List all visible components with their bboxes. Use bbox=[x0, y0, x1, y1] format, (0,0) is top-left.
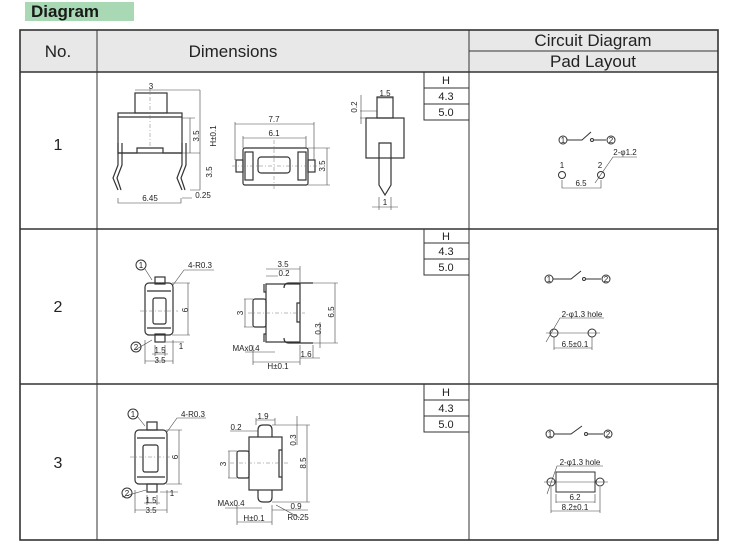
svg-text:5.0: 5.0 bbox=[438, 419, 453, 431]
svg-text:0.25: 0.25 bbox=[195, 191, 211, 200]
svg-text:1.5: 1.5 bbox=[379, 89, 391, 98]
svg-text:3.5: 3.5 bbox=[154, 356, 166, 365]
svg-text:4.3: 4.3 bbox=[438, 91, 453, 103]
row3-side-view: 1.9 0.2 0.3 8.5 3 MAx0.4 0.9 R0.25 H±0.1 bbox=[217, 412, 310, 525]
row-number: 2 bbox=[54, 299, 63, 316]
svg-text:4-R0.3: 4-R0.3 bbox=[188, 261, 213, 270]
svg-text:R0.25: R0.25 bbox=[287, 513, 309, 522]
row2-side-view: 3.5 0.2 3 6.5 0.3 MAx0.4 1.6 H±0.1 bbox=[232, 260, 338, 371]
svg-text:1: 1 bbox=[179, 342, 184, 351]
svg-text:6: 6 bbox=[181, 307, 190, 312]
svg-text:0.2: 0.2 bbox=[350, 101, 359, 113]
svg-text:4.3: 4.3 bbox=[438, 403, 453, 415]
svg-text:0.3: 0.3 bbox=[314, 323, 323, 335]
svg-text:6.2: 6.2 bbox=[569, 493, 581, 502]
svg-text:1: 1 bbox=[170, 489, 175, 498]
svg-text:3.5: 3.5 bbox=[318, 160, 327, 172]
row-number: 3 bbox=[54, 455, 63, 472]
svg-text:3: 3 bbox=[219, 461, 228, 466]
svg-text:2-φ1.2: 2-φ1.2 bbox=[613, 148, 637, 157]
svg-text:H±0.1: H±0.1 bbox=[243, 514, 265, 523]
svg-text:8.5: 8.5 bbox=[299, 457, 308, 469]
svg-text:0.9: 0.9 bbox=[290, 502, 302, 511]
svg-text:6: 6 bbox=[171, 454, 180, 459]
svg-text:H: H bbox=[442, 75, 450, 87]
svg-text:MAx0.4: MAx0.4 bbox=[232, 344, 260, 353]
svg-text:8.2±0.1: 8.2±0.1 bbox=[562, 503, 589, 512]
svg-text:5.0: 5.0 bbox=[438, 262, 453, 274]
row2-front-view: 1 4-R0.3 6 2 1 1.5 3.5 bbox=[130, 259, 214, 365]
svg-text:H: H bbox=[442, 387, 450, 399]
svg-text:MAx0.4: MAx0.4 bbox=[217, 499, 245, 508]
svg-text:3.5: 3.5 bbox=[205, 166, 214, 178]
row2-pad-layout: 2-φ1.3 hole 6.5±0.1 bbox=[545, 310, 604, 350]
row3-pad-layout: 2-φ1.3 hole 6.2 8.2±0.1 bbox=[544, 458, 608, 513]
svg-text:2: 2 bbox=[604, 275, 609, 284]
svg-text:3.5: 3.5 bbox=[277, 260, 289, 269]
row1-circuit-diagram: 1 2 bbox=[558, 131, 616, 145]
svg-text:2: 2 bbox=[125, 489, 130, 498]
svg-text:2: 2 bbox=[609, 136, 614, 145]
svg-text:1: 1 bbox=[560, 161, 565, 170]
svg-text:2: 2 bbox=[598, 161, 603, 170]
svg-text:2: 2 bbox=[606, 430, 611, 439]
row-number: 1 bbox=[54, 137, 63, 154]
svg-text:4.3: 4.3 bbox=[438, 246, 453, 258]
svg-text:2-φ1.3 hole: 2-φ1.3 hole bbox=[562, 310, 603, 319]
svg-text:3: 3 bbox=[149, 82, 154, 91]
svg-text:0.2: 0.2 bbox=[230, 423, 242, 432]
svg-text:6.5: 6.5 bbox=[327, 306, 336, 318]
svg-text:1.5: 1.5 bbox=[145, 496, 157, 505]
svg-text:3: 3 bbox=[236, 310, 245, 315]
h-table: H 4.3 5.0 bbox=[423, 383, 470, 433]
table-grid bbox=[19, 29, 719, 541]
header-pad: Pad Layout bbox=[550, 52, 636, 71]
svg-text:1: 1 bbox=[131, 410, 136, 419]
svg-text:6.45: 6.45 bbox=[142, 194, 158, 203]
svg-text:0.3: 0.3 bbox=[289, 434, 298, 446]
svg-text:1: 1 bbox=[561, 136, 566, 145]
svg-text:5.0: 5.0 bbox=[438, 107, 453, 119]
svg-text:1: 1 bbox=[383, 198, 388, 207]
row1-end-view: 1.5 0.2 1 bbox=[350, 89, 405, 210]
header-no: No. bbox=[45, 42, 71, 61]
h-table: H 4.3 5.0 bbox=[423, 228, 470, 276]
svg-text:6.5: 6.5 bbox=[575, 179, 587, 188]
row3-front-view: 1 4-R0.3 6 2 1 1.5 3.5 bbox=[121, 408, 206, 515]
svg-text:H±0.1: H±0.1 bbox=[209, 125, 218, 147]
svg-text:1.6: 1.6 bbox=[300, 350, 312, 359]
svg-text:H: H bbox=[442, 231, 450, 243]
header-circuit: Circuit Diagram bbox=[534, 31, 651, 50]
svg-text:6.5±0.1: 6.5±0.1 bbox=[562, 340, 589, 349]
svg-text:1.9: 1.9 bbox=[257, 412, 269, 421]
svg-text:0.2: 0.2 bbox=[278, 269, 290, 278]
row3-circuit-diagram: 1 2 bbox=[545, 425, 613, 439]
svg-text:1.5: 1.5 bbox=[154, 346, 166, 355]
row1-side-view: 3 H±0.1 3.5 3.5 6.45 0.25 bbox=[112, 82, 218, 204]
svg-text:4-R0.3: 4-R0.3 bbox=[181, 410, 206, 419]
svg-text:H±0.1: H±0.1 bbox=[267, 362, 289, 371]
row1-top-view: 7.7 6.1 3.5 bbox=[232, 115, 330, 190]
svg-text:3.5: 3.5 bbox=[145, 506, 157, 515]
svg-text:2: 2 bbox=[134, 343, 139, 352]
svg-text:3.5: 3.5 bbox=[192, 130, 201, 142]
header-dimensions: Dimensions bbox=[189, 42, 278, 61]
row1-pad-layout: 1 2 2-φ1.2 6.5 bbox=[558, 148, 637, 189]
section-title: Diagram bbox=[25, 2, 134, 21]
svg-text:2-φ1.3 hole: 2-φ1.3 hole bbox=[560, 458, 601, 467]
svg-text:6.1: 6.1 bbox=[268, 129, 280, 138]
svg-text:7.7: 7.7 bbox=[268, 115, 280, 124]
svg-text:1: 1 bbox=[547, 275, 552, 284]
row2-circuit-diagram: 1 2 bbox=[544, 270, 611, 284]
h-table: H 4.3 5.0 bbox=[423, 71, 470, 121]
svg-text:1: 1 bbox=[139, 261, 144, 270]
svg-text:1: 1 bbox=[548, 430, 553, 439]
